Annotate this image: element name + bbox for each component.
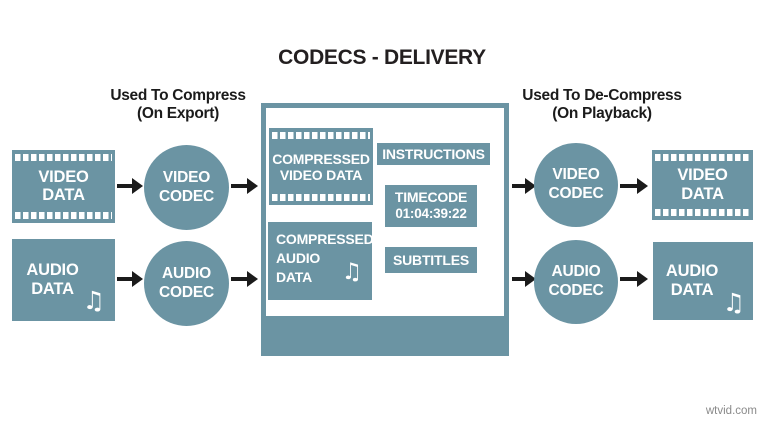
watermark: wtvid.com <box>705 405 757 417</box>
output-audio-data-box: AUDIO DATA ♫ <box>653 242 753 320</box>
source-video-data-label: VIDEO DATA <box>38 167 89 205</box>
film-sprockets-icon <box>15 154 112 161</box>
film-sprockets-icon <box>655 154 750 161</box>
export-video-codec-circle: VIDEO CODEC <box>144 145 229 230</box>
arrow-right-icon <box>512 178 536 194</box>
arrow-right-icon <box>117 178 143 194</box>
decompress-label: Used To De-Compress (On Playback) <box>492 87 712 123</box>
music-note-icon: ♫ <box>341 259 363 285</box>
film-sprockets-icon <box>272 132 370 139</box>
delivery-package-container: COMPRESSED VIDEO DATA INSTRUCTIONS TIMEC… <box>261 103 509 356</box>
compressed-audio-data-box: COMPRESSED AUDIO DATA ♫ <box>268 222 374 300</box>
arrow-right-icon <box>117 271 143 287</box>
compressed-audio-data-label: COMPRESSED AUDIO DATA <box>276 231 374 285</box>
diagram-title: CODECS - DELIVERY <box>278 46 486 69</box>
timecode-label: TIMECODE <box>394 188 468 205</box>
compressed-video-data-filmstrip: COMPRESSED VIDEO DATA <box>269 128 373 205</box>
output-video-data-label: VIDEO DATA <box>677 166 728 203</box>
music-note-icon: ♫ <box>82 286 105 315</box>
arrow-right-icon <box>620 271 648 287</box>
output-audio-data-label: AUDIO DATA <box>665 262 719 299</box>
compressed-video-data-label: COMPRESSED VIDEO DATA <box>272 150 370 183</box>
compress-label-line2: (On Export) <box>137 104 219 122</box>
decompress-label-line1: Used To De-Compress <box>522 87 682 104</box>
decompress-label-line2: (On Playback) <box>552 104 652 122</box>
source-audio-data-box: AUDIO DATA ♫ <box>12 239 115 321</box>
subtitles-bar: SUBTITLES <box>385 247 477 273</box>
arrow-right-icon <box>512 271 536 287</box>
arrow-right-icon <box>620 178 648 194</box>
output-video-data-filmstrip: VIDEO DATA <box>652 150 753 220</box>
timecode-box: TIMECODE 01:04:39:22 <box>385 185 477 227</box>
source-audio-data-label: AUDIO DATA <box>26 261 79 298</box>
film-sprockets-icon <box>655 209 750 216</box>
playback-video-codec-circle: VIDEO CODEC <box>534 143 618 227</box>
film-sprockets-icon <box>272 194 370 201</box>
playback-audio-codec-circle: AUDIO CODEC <box>534 240 618 324</box>
timecode-value: 01:04:39:22 <box>395 206 467 222</box>
music-note-icon: ♫ <box>722 288 745 317</box>
film-sprockets-icon <box>15 212 112 219</box>
arrow-right-icon <box>231 178 258 194</box>
source-video-data-filmstrip: VIDEO DATA <box>12 150 115 223</box>
arrow-right-icon <box>231 271 258 287</box>
instructions-bar: INSTRUCTIONS <box>377 143 490 165</box>
export-audio-codec-circle: AUDIO CODEC <box>144 241 229 326</box>
compress-label: Used To Compress (On Export) <box>68 87 288 123</box>
package-bottom-band <box>261 316 509 356</box>
compress-label-line1: Used To Compress <box>110 87 246 104</box>
